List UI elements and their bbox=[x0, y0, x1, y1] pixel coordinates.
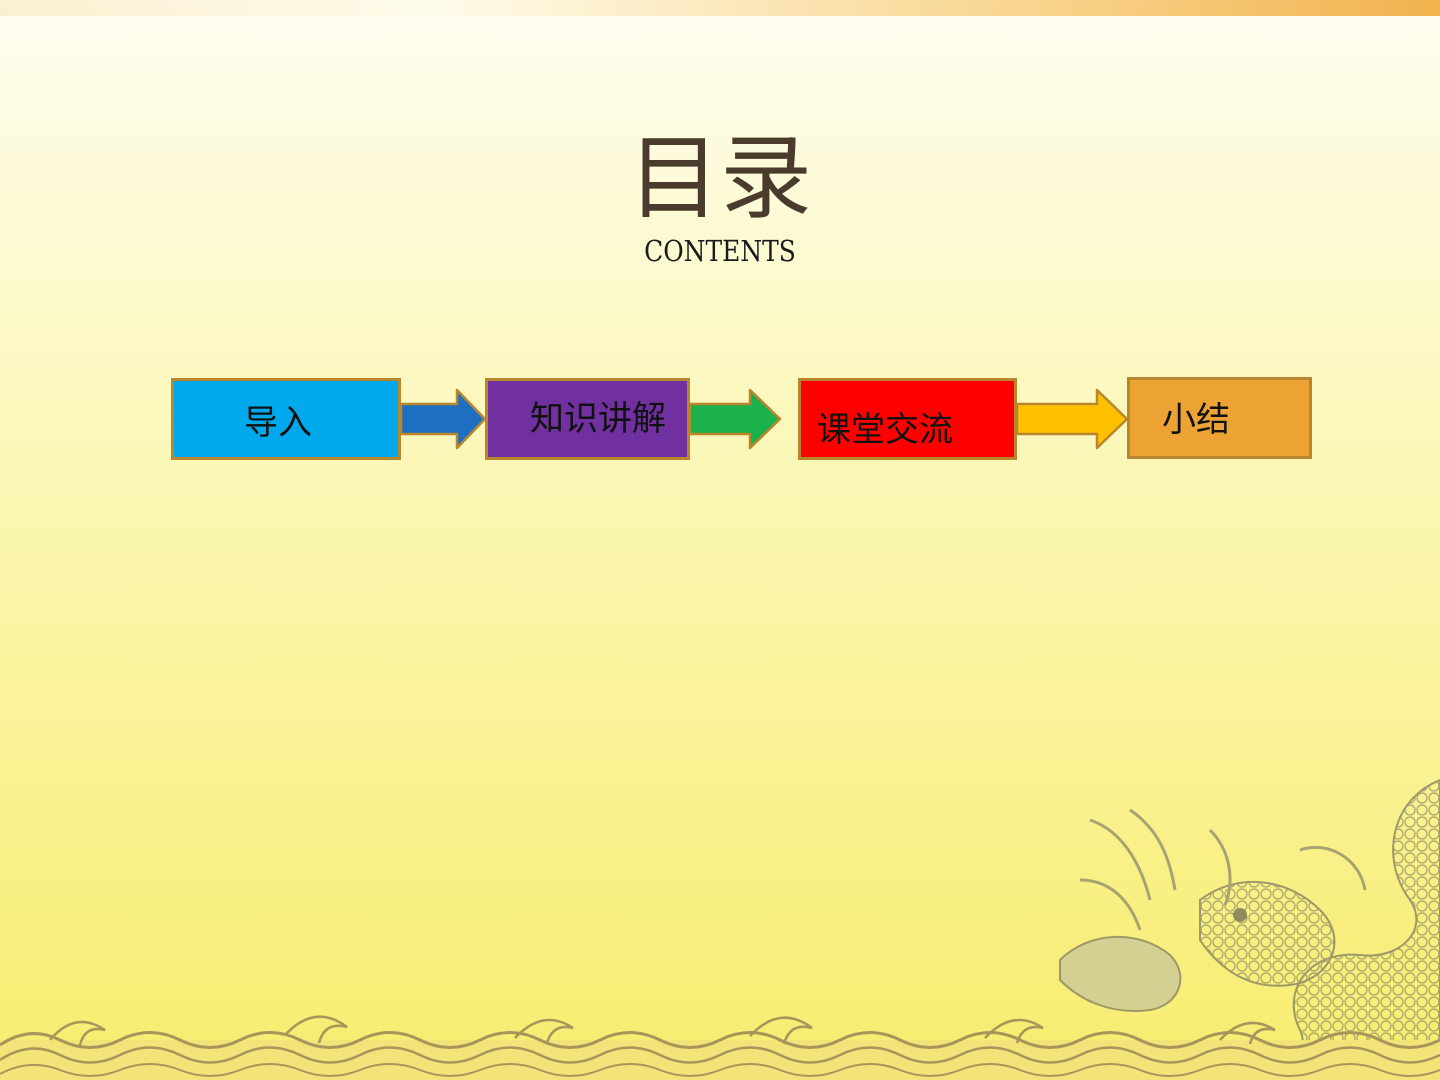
page-title: 目录 bbox=[627, 125, 812, 232]
step-label-summary: 小结 bbox=[1162, 399, 1230, 440]
step-box-intro: 导入 bbox=[171, 378, 401, 460]
page-subtitle: CONTENTS bbox=[644, 234, 796, 268]
step-label-knowledge: 知识讲解 bbox=[530, 398, 666, 439]
step-box-knowledge: 知识讲解 bbox=[485, 378, 690, 460]
arrow-3-shape bbox=[1017, 388, 1129, 450]
arrow-1 bbox=[401, 388, 487, 450]
step-label-discussion: 课堂交流 bbox=[817, 409, 953, 450]
arrow-2-shape bbox=[690, 388, 782, 450]
step-box-summary: 小结 bbox=[1127, 377, 1312, 459]
arrow-2 bbox=[690, 388, 782, 450]
top-decorative-band bbox=[0, 0, 1440, 16]
arrow-3 bbox=[1017, 388, 1129, 450]
step-label-intro: 导入 bbox=[244, 402, 312, 443]
step-box-discussion: 课堂交流 bbox=[798, 378, 1017, 460]
wave-band-icon bbox=[0, 1015, 1440, 1080]
arrow-1-shape bbox=[401, 388, 487, 450]
